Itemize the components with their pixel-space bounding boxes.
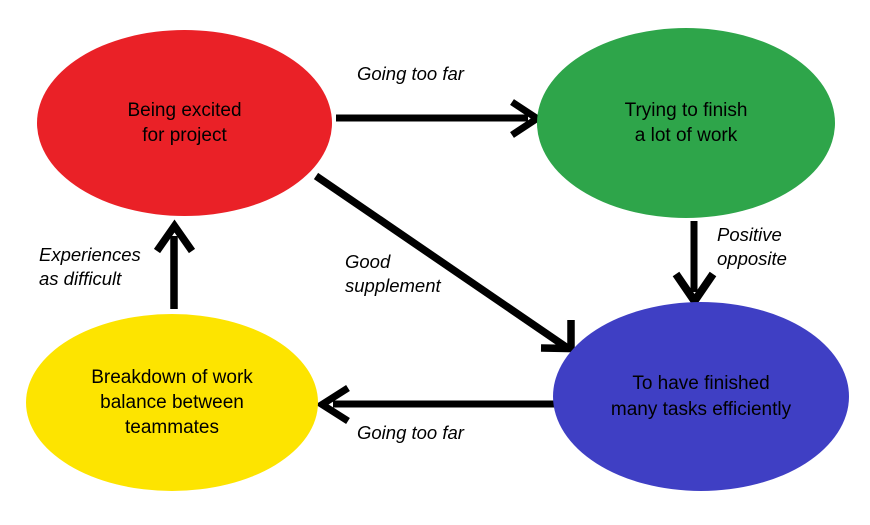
node-to-have-finished[interactable]: To have finished many tasks efficiently bbox=[553, 302, 849, 491]
node-label: Breakdown of work balance between teamma… bbox=[91, 366, 253, 439]
node-trying-to-finish[interactable]: Trying to finish a lot of work bbox=[537, 28, 835, 218]
edge-label-good-supplement: Good supplement bbox=[345, 251, 441, 297]
node-label: Trying to finish a lot of work bbox=[624, 99, 748, 146]
node-breakdown-of-work[interactable]: Breakdown of work balance between teamma… bbox=[26, 314, 318, 491]
edge-breakdown-to-excited bbox=[153, 219, 196, 309]
edge-label-going-too-far-bottom: Going too far bbox=[357, 422, 464, 443]
node-being-excited[interactable]: Being excited for project bbox=[37, 30, 332, 216]
node-label: To have finished many tasks efficiently bbox=[610, 373, 792, 420]
node-label: Being excited for project bbox=[127, 99, 242, 146]
edge-trying-to-finished bbox=[672, 221, 717, 309]
edge-finished-to-breakdown bbox=[315, 385, 556, 424]
edge-label-experiences-as-difficult: Experiences as difficult bbox=[39, 244, 141, 290]
edge-label-going-too-far-top: Going too far bbox=[357, 63, 464, 84]
edge-excited-to-trying bbox=[336, 99, 544, 138]
edge-label-positive-opposite: Positive opposite bbox=[717, 224, 787, 270]
